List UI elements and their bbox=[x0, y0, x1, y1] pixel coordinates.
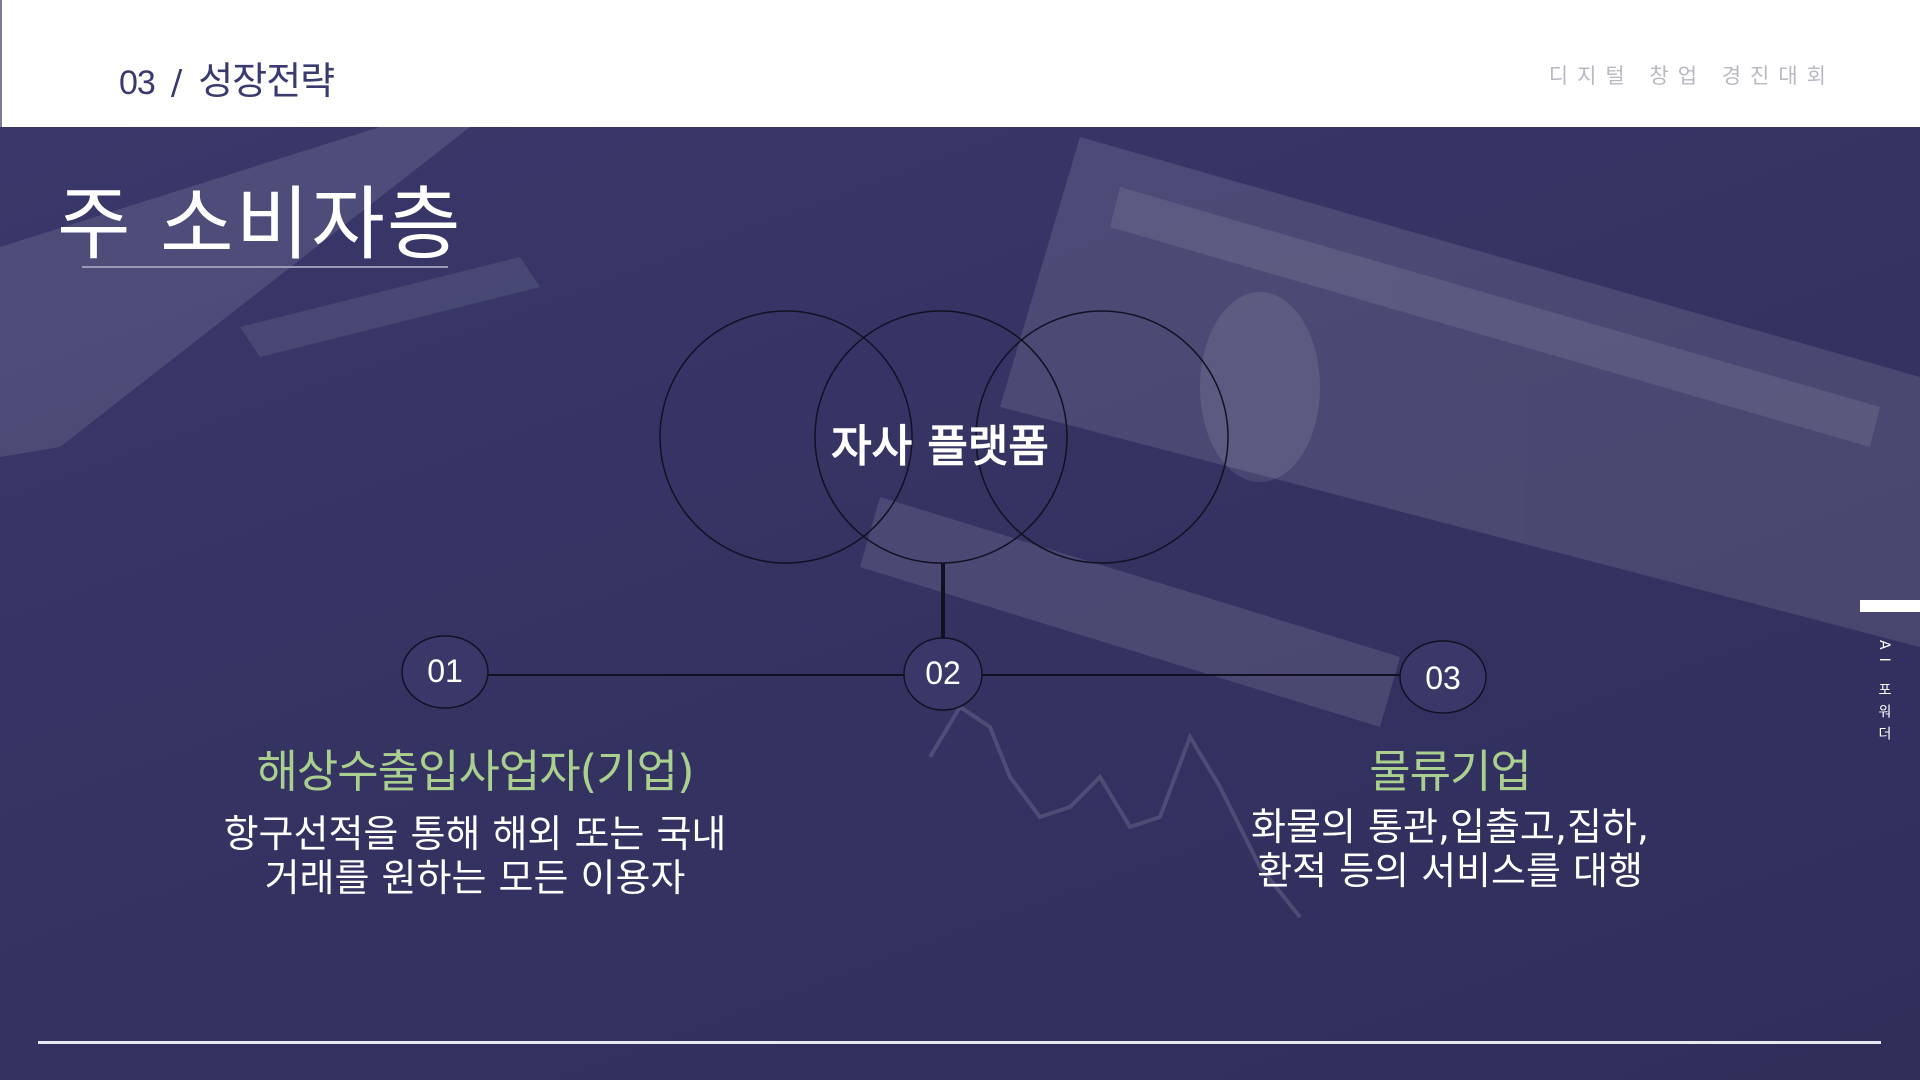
side-tab-marker bbox=[1860, 600, 1920, 612]
slide-title: 주 소비자층 bbox=[57, 178, 463, 271]
slide-background bbox=[0, 127, 1920, 1080]
node-label-01: 01 bbox=[427, 653, 463, 689]
section-number: 03 bbox=[119, 64, 156, 102]
side-label: AI 포워더 bbox=[1876, 640, 1892, 749]
bottom-divider bbox=[38, 1041, 1881, 1044]
node-label-02: 02 bbox=[925, 655, 961, 691]
venn-circle-right bbox=[975, 310, 1229, 564]
node-label-03: 03 bbox=[1425, 660, 1461, 696]
node-circle-01 bbox=[401, 635, 489, 709]
node-circle-02 bbox=[903, 637, 983, 711]
venn-circle-left bbox=[659, 310, 913, 564]
header-bar: 03 / 성장전략 디지털 창업 경진대회 bbox=[0, 0, 1920, 127]
node-circle-03 bbox=[1399, 640, 1487, 714]
title-underline bbox=[82, 266, 448, 268]
venn-center-label: 자사 플랫폼 bbox=[831, 421, 1049, 472]
right-heading: 물류기업 bbox=[1369, 745, 1532, 798]
section-title: 성장전략 bbox=[198, 59, 335, 103]
right-description: 화물의 통관,입출고,집하, 환적 등의 서비스를 대행 bbox=[1160, 805, 1740, 893]
event-name: 디지털 창업 경진대회 bbox=[1548, 64, 1835, 88]
left-desc-line-2: 거래를 원하는 모든 이용자 bbox=[264, 856, 686, 900]
background-photo-overlay bbox=[0, 127, 1920, 1080]
breadcrumb-separator: / bbox=[170, 63, 183, 103]
left-heading: 해상수출입사업자(기업) bbox=[256, 745, 694, 798]
left-description: 항구선적을 통해 해외 또는 국내 거래를 원하는 모든 이용자 bbox=[175, 812, 775, 900]
breadcrumb: 03 / 성장전략 bbox=[119, 50, 335, 105]
left-desc-line-1: 항구선적을 통해 해외 또는 국내 bbox=[223, 812, 727, 856]
right-desc-line-2: 환적 등의 서비스를 대행 bbox=[1257, 849, 1643, 893]
right-desc-line-1: 화물의 통관,입출고,집하, bbox=[1251, 805, 1649, 849]
